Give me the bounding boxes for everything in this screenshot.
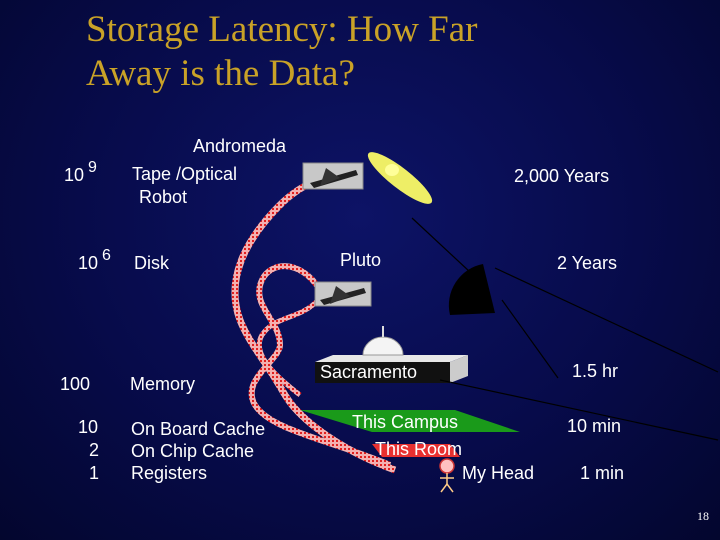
campus-band xyxy=(300,410,520,432)
board-cache-label: On Board Cache xyxy=(131,419,266,439)
chip-cache-label: On Chip Cache xyxy=(131,441,255,461)
registers-label: Registers xyxy=(131,463,208,483)
time-board-cache: 10 min xyxy=(567,416,622,436)
tape-label-line-2: Robot xyxy=(139,187,188,207)
tape-label-line-1: Tape /Optical xyxy=(132,164,238,184)
galaxy-icon xyxy=(367,152,433,204)
airplane-tape-icon xyxy=(302,162,364,190)
slide-title: Storage Latency: How Far Away is the Dat… xyxy=(86,8,477,96)
disk-label: Disk xyxy=(134,253,169,273)
page-number: 18 xyxy=(697,509,709,523)
person-icon xyxy=(439,458,455,493)
analogy-campus: This Campus xyxy=(352,412,459,432)
analogy-room: This Room xyxy=(375,439,463,459)
registers-cycles: 1 xyxy=(89,463,100,483)
memory-cycles: 100 xyxy=(60,374,91,394)
time-memory: 1.5 hr xyxy=(572,361,619,381)
title-line-2: Away is the Data? xyxy=(86,53,355,94)
title-line-1: Storage Latency: How Far xyxy=(86,9,478,50)
memory-label: Memory xyxy=(130,374,196,394)
dark-disk-icon xyxy=(448,264,495,315)
chip-cache-cycles: 2 xyxy=(89,440,100,460)
analogy-pluto: Pluto xyxy=(340,250,382,270)
pluto-crescent-icon xyxy=(392,218,441,274)
analogy-sacramento: Sacramento xyxy=(320,362,418,382)
board-cache-cycles: 10 xyxy=(78,417,99,437)
sacramento-box-icon xyxy=(315,326,468,383)
analogy-andromeda: Andromeda xyxy=(193,136,287,156)
time-disk: 2 Years xyxy=(557,253,618,273)
time-registers: 1 min xyxy=(580,463,625,483)
room-band xyxy=(372,444,460,457)
winding-path-3 xyxy=(256,298,320,397)
winding-path xyxy=(231,173,397,474)
winding-path-2 xyxy=(248,263,392,468)
airplane-disk-icon xyxy=(314,281,372,307)
analogy-head: My Head xyxy=(462,463,535,483)
time-tape: 2,000 Years xyxy=(514,166,610,186)
